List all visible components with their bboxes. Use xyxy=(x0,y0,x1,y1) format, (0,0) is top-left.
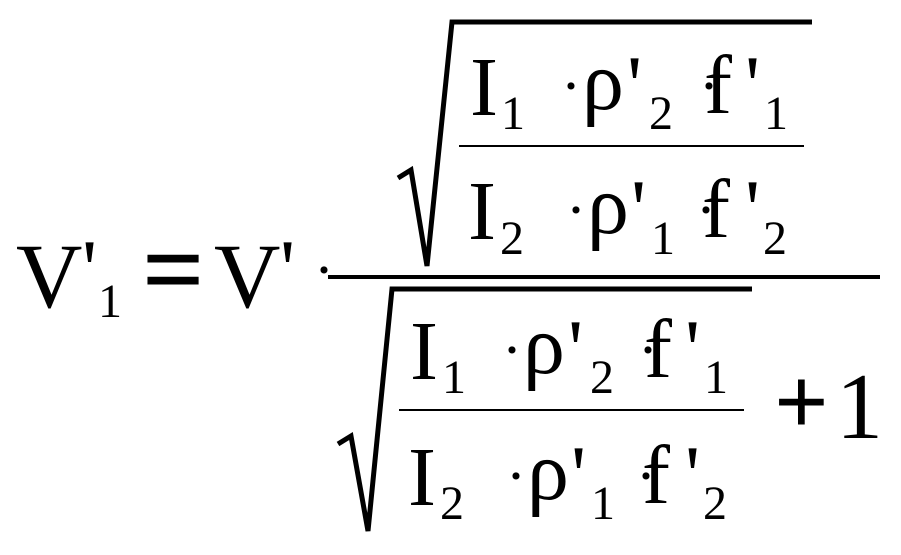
den-top-f-prime: ' xyxy=(685,303,701,396)
lhs-V: V xyxy=(16,225,83,327)
coef-dot: · xyxy=(314,237,334,303)
lhs-prime: ' xyxy=(82,223,98,316)
den-top-f-dot: · xyxy=(638,317,658,383)
den-bottom-f: f xyxy=(642,429,670,522)
num-top-f-prime: ' xyxy=(745,39,761,132)
den-bottom-rho-prime: ' xyxy=(571,429,587,522)
den-bottom-f-prime: ' xyxy=(685,429,701,522)
constant-one: 1 xyxy=(836,355,883,459)
plus-sign: + xyxy=(774,348,829,455)
den-bottom-f-sub: 2 xyxy=(703,477,727,530)
num-bottom-rho-prime: ' xyxy=(631,163,647,256)
den-top-f: f xyxy=(644,303,672,396)
num-bottom-f-dot: · xyxy=(696,177,716,243)
num-top-f: f xyxy=(704,39,732,132)
num-top-dot: · xyxy=(561,53,581,119)
den-top-f-sub: 1 xyxy=(704,351,728,404)
denominator-radical-sign xyxy=(336,286,752,532)
num-bottom-f-prime: ' xyxy=(745,163,761,256)
den-top-rho-prime: ' xyxy=(568,303,584,396)
num-top-rho-sub: 2 xyxy=(649,87,673,140)
den-bottom-rho: ρ xyxy=(527,425,569,518)
num-bottom-I-sub: 2 xyxy=(500,212,524,265)
num-top-rho: ρ xyxy=(582,35,624,128)
num-top-I-sub: 1 xyxy=(501,87,525,140)
num-bottom-rho-sub: 1 xyxy=(651,212,675,265)
num-bottom-f: f xyxy=(702,163,730,256)
den-top-dot: · xyxy=(502,317,522,383)
den-bottom-I-sub: 2 xyxy=(440,477,464,530)
num-top-f-sub: 1 xyxy=(764,87,788,140)
coef-V: V xyxy=(214,225,281,327)
den-bottom-f-dot: · xyxy=(636,443,656,509)
equals-sign: = xyxy=(142,208,205,330)
den-top-I-sub: 1 xyxy=(442,351,466,404)
num-bottom-I: I xyxy=(468,165,496,258)
den-top-rho-sub: 2 xyxy=(590,351,614,404)
num-bottom-f-sub: 2 xyxy=(763,212,787,265)
den-bottom-dot: · xyxy=(506,443,526,509)
numerator-radical-sign xyxy=(396,19,812,267)
num-bottom-dot: · xyxy=(566,177,586,243)
num-top-rho-prime: ' xyxy=(627,39,643,132)
num-top-f-dot: · xyxy=(699,53,719,119)
lhs-subscript: 1 xyxy=(98,275,122,328)
coef-prime: ' xyxy=(280,223,296,316)
num-bottom-rho: ρ xyxy=(587,159,629,252)
num-top-I: I xyxy=(470,41,498,134)
den-bottom-I: I xyxy=(408,431,436,524)
den-top-I: I xyxy=(410,305,438,398)
den-top-rho: ρ xyxy=(523,299,565,392)
den-bottom-rho-sub: 1 xyxy=(591,477,615,530)
